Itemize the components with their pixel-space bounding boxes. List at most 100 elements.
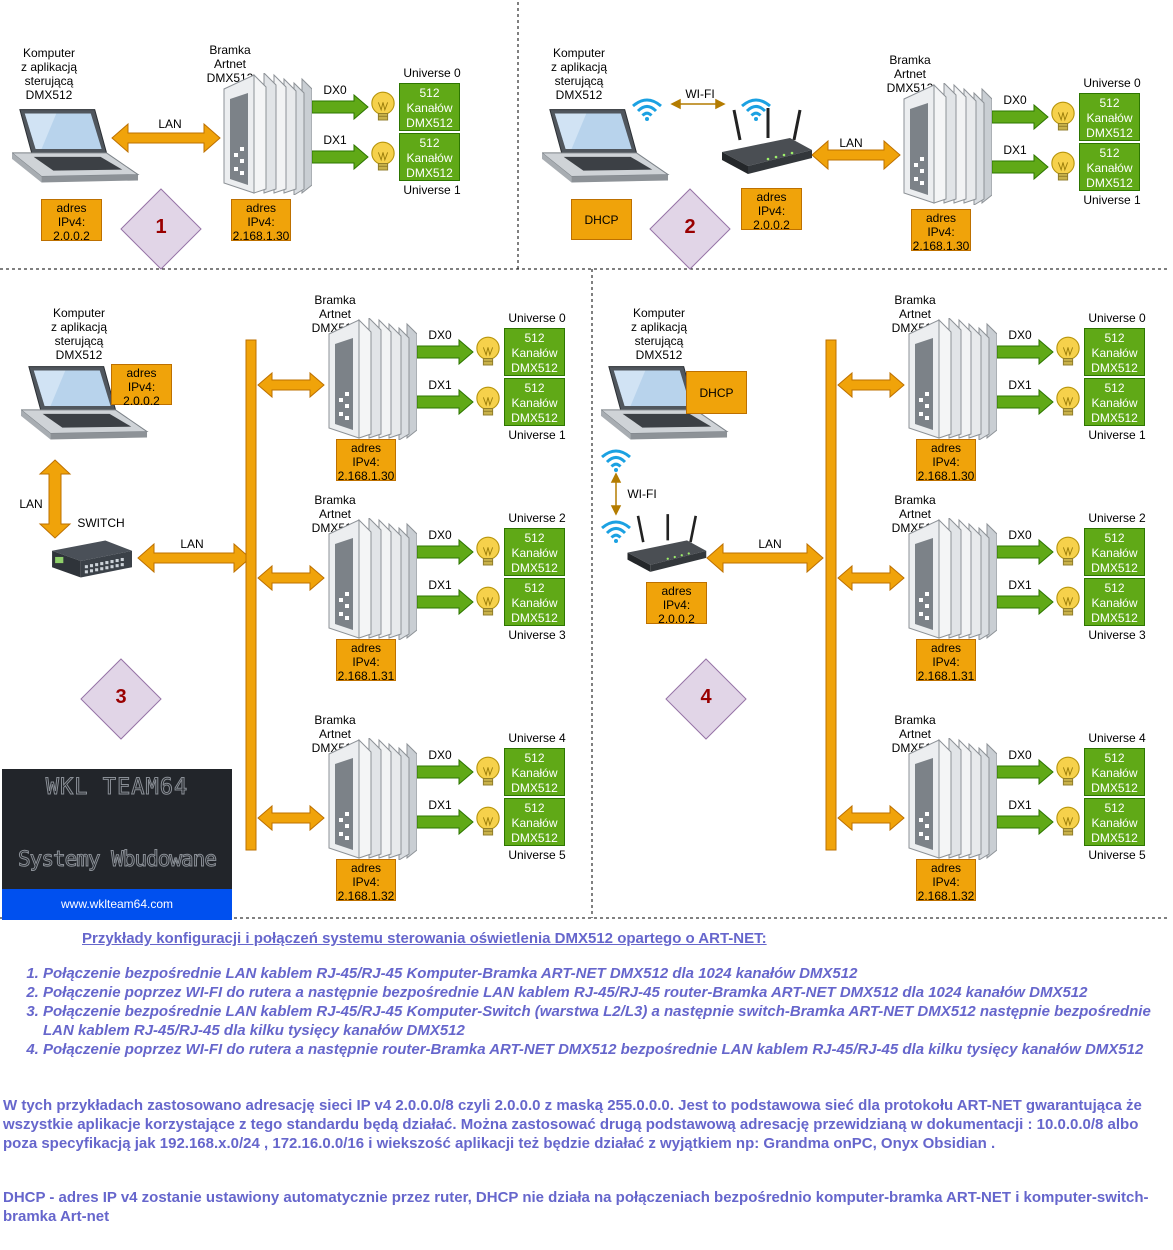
universe-label: Universe 3: [1088, 628, 1146, 642]
gateway-icon: [908, 318, 997, 440]
channels-box: 512 Kanałów DMX512: [399, 133, 460, 181]
dhcp-box: DHCP: [686, 371, 747, 414]
lan-links: [38, 122, 905, 851]
dx1-label: DX1: [428, 798, 452, 812]
badge-number: 2: [684, 216, 696, 238]
gateway-address-box: adres IPv4: 2.168.1.30: [231, 199, 291, 243]
lan-label: LAN: [758, 537, 782, 551]
dx0-label: DX0: [428, 528, 452, 542]
router-address-box: adres IPv4: 2.0.0.2: [646, 582, 707, 626]
dx1-label: DX1: [1008, 378, 1032, 392]
gateway-icon: [328, 318, 417, 440]
dx-arrow: [991, 153, 1049, 181]
universe-label: Universe 0: [403, 66, 461, 80]
bulb-icon: [476, 536, 500, 566]
dx1-label: DX1: [428, 378, 452, 392]
dx-arrow: [996, 588, 1054, 616]
gateway-label: Bramka Artnet DMX512: [311, 713, 359, 755]
universe-label: Universe 1: [1083, 193, 1141, 207]
config-number-badge: [120, 188, 202, 270]
universe-label: Universe 0: [508, 311, 566, 325]
dhcp-box: DHCP: [571, 199, 632, 240]
dx1-label: DX1: [428, 578, 452, 592]
universe-label: Universe 1: [403, 183, 461, 197]
dx-arrow: [416, 388, 474, 416]
universe-label: Universe 1: [508, 428, 566, 442]
wifi-icon: [600, 449, 632, 473]
gateway-icon: [328, 738, 417, 860]
dx1-label: DX1: [323, 133, 347, 147]
gateway-icon: [328, 518, 417, 640]
universe-label: Universe 5: [1088, 848, 1146, 862]
channels-box: 512 Kanałów DMX512: [1084, 378, 1145, 426]
computer-label: Komputer z aplikacją sterującą DMX512: [630, 306, 688, 362]
gateway-address-box: adres IPv4: 2.168.1.31: [336, 639, 396, 683]
dx-arrow: [416, 808, 474, 836]
universe-label: Universe 5: [508, 848, 566, 862]
addressing-paragraph: W tych przykładach zastosowano adresację…: [3, 1097, 1142, 1152]
switch-icon: [52, 540, 132, 578]
channels-box: 512 Kanałów DMX512: [504, 578, 565, 626]
config-number-badge: [80, 658, 162, 740]
gateway-label: Bramka Artnet DMX512: [886, 53, 934, 95]
gateway-address-box: adres IPv4: 2.168.1.30: [336, 439, 396, 483]
config-number-badge: [649, 188, 731, 270]
badge-number: 3: [115, 686, 127, 708]
diagram-connections: [0, 2, 1169, 919]
universe-label: Universe 1: [1088, 428, 1146, 442]
bulb-icon: [1056, 536, 1080, 566]
channels-box: 512 Kanałów DMX512: [504, 528, 565, 576]
bulb-icon: [476, 386, 500, 416]
switch-label: SWITCH: [77, 516, 125, 530]
bulb-icon: [1051, 101, 1075, 131]
channels-box: 512 Kanałów DMX512: [504, 748, 565, 796]
description-heading: Przykłady konfiguracji i połączeń system…: [82, 930, 767, 947]
dx1-label: DX1: [1008, 578, 1032, 592]
gateway-icon: [903, 83, 992, 205]
computer-label: Komputer z aplikacją sterującą DMX512: [50, 306, 108, 362]
dx1-label: DX1: [1003, 143, 1027, 157]
bulb-icon: [1056, 806, 1080, 836]
dx0-label: DX0: [428, 328, 452, 342]
universe-label: Universe 2: [1088, 511, 1146, 525]
channels-box: 512 Kanałów DMX512: [1084, 798, 1145, 846]
dx-arrow: [996, 808, 1054, 836]
channels-box: 512 Kanałów DMX512: [1084, 748, 1145, 796]
lan-label: LAN: [180, 537, 204, 551]
computer-label: Komputer z aplikacją sterującą DMX512: [20, 46, 78, 102]
channels-box: 512 Kanałów DMX512: [1084, 578, 1145, 626]
website-link[interactable]: www.wklteam64.com: [2, 889, 232, 920]
dx0-label: DX0: [1008, 748, 1032, 762]
dx-arrow: [996, 388, 1054, 416]
dx-arrows: [311, 93, 1054, 836]
dx-arrow: [311, 143, 369, 171]
lan-label: LAN: [19, 497, 43, 511]
channels-box: 512 Kanałów DMX512: [504, 378, 565, 426]
channels-box: 512 Kanałów DMX512: [1079, 93, 1140, 141]
dx-arrow: [991, 103, 1049, 131]
universe-label: Universe 0: [1088, 311, 1146, 325]
channels-box: 512 Kanałów DMX512: [504, 798, 565, 846]
computer-label: Komputer z aplikacją sterującą DMX512: [550, 46, 608, 102]
laptop-icon: [12, 109, 139, 183]
dx0-label: DX0: [1003, 93, 1027, 107]
computer-address-box: adres IPv4: 2.0.0.2: [111, 364, 172, 408]
bulb-icon: [371, 91, 395, 121]
bulb-icon: [1056, 386, 1080, 416]
gateway-address-box: adres IPv4: 2.168.1.30: [916, 439, 976, 483]
gateway-address-box: adres IPv4: 2.168.1.31: [916, 639, 976, 683]
universe-label: Universe 2: [508, 511, 566, 525]
dx-arrow: [996, 758, 1054, 786]
dx0-label: DX0: [1008, 528, 1032, 542]
wifi-icon: [631, 98, 663, 122]
router-icon: [720, 108, 814, 174]
gateway-label: Bramka Artnet DMX512: [311, 493, 359, 535]
bulb-icon: [371, 141, 395, 171]
dx-arrow: [416, 758, 474, 786]
lan-label: LAN: [158, 117, 182, 131]
router-address-box: adres IPv4: 2.0.0.2: [741, 188, 802, 232]
bulb-icon: [1056, 586, 1080, 616]
gateway-address-box: adres IPv4: 2.168.1.32: [916, 859, 976, 903]
